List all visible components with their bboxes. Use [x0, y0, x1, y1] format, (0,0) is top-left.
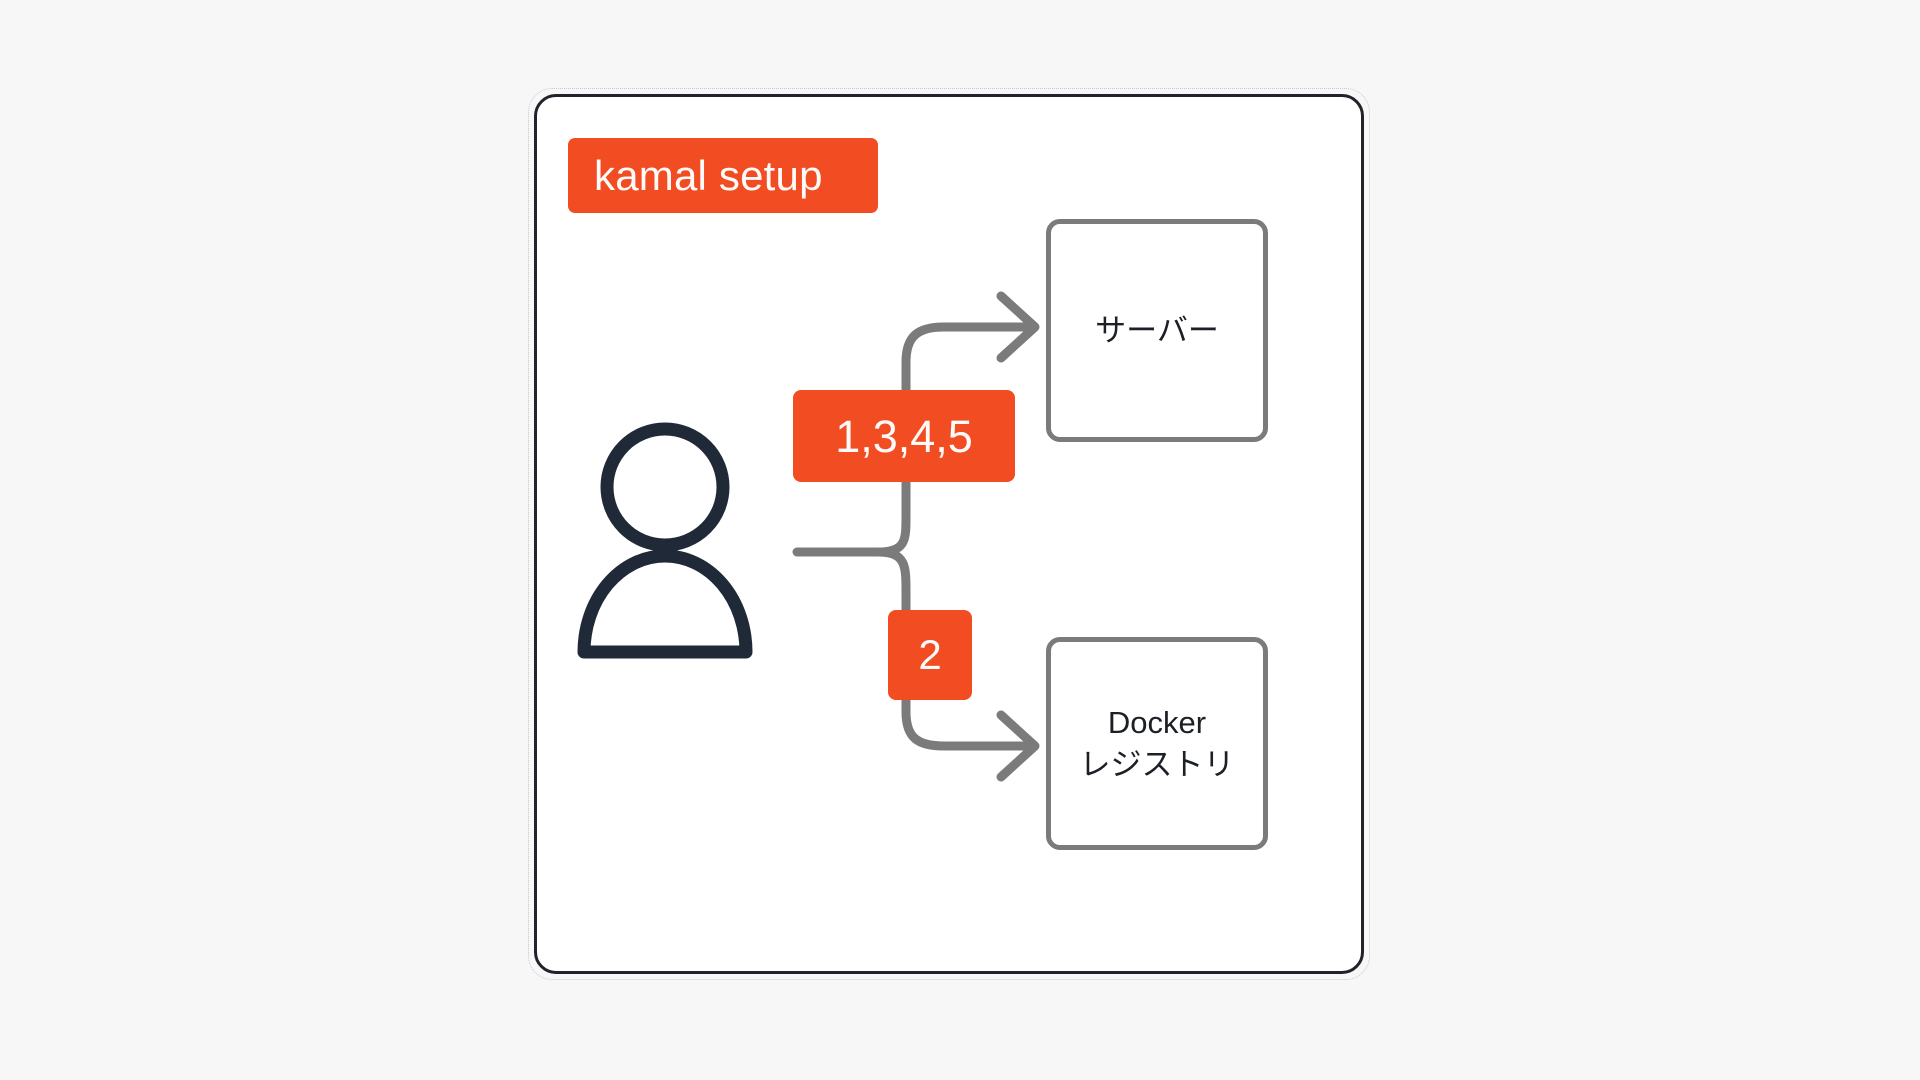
edge-badge-to-server: 1,3,4,5	[793, 390, 1015, 482]
command-label-text: kamal setup	[594, 151, 823, 199]
connector-to-server	[873, 291, 1040, 557]
node-docker-registry: Docker レジストリ	[1046, 637, 1268, 850]
connector-to-registry	[873, 547, 1040, 782]
node-docker-registry-label-line1: Docker	[1107, 705, 1207, 741]
node-docker-registry-label-line2: レジストリ	[1079, 746, 1235, 782]
command-label: kamal setup	[568, 138, 878, 213]
node-server: サーバー	[1046, 219, 1268, 442]
edge-badge-to-registry-text: 2	[918, 631, 942, 678]
person-icon	[577, 422, 753, 659]
edge-badge-to-server-text: 1,3,4,5	[835, 410, 973, 462]
edge-badge-to-registry: 2	[888, 610, 972, 700]
node-server-label: サーバー	[1095, 312, 1219, 348]
